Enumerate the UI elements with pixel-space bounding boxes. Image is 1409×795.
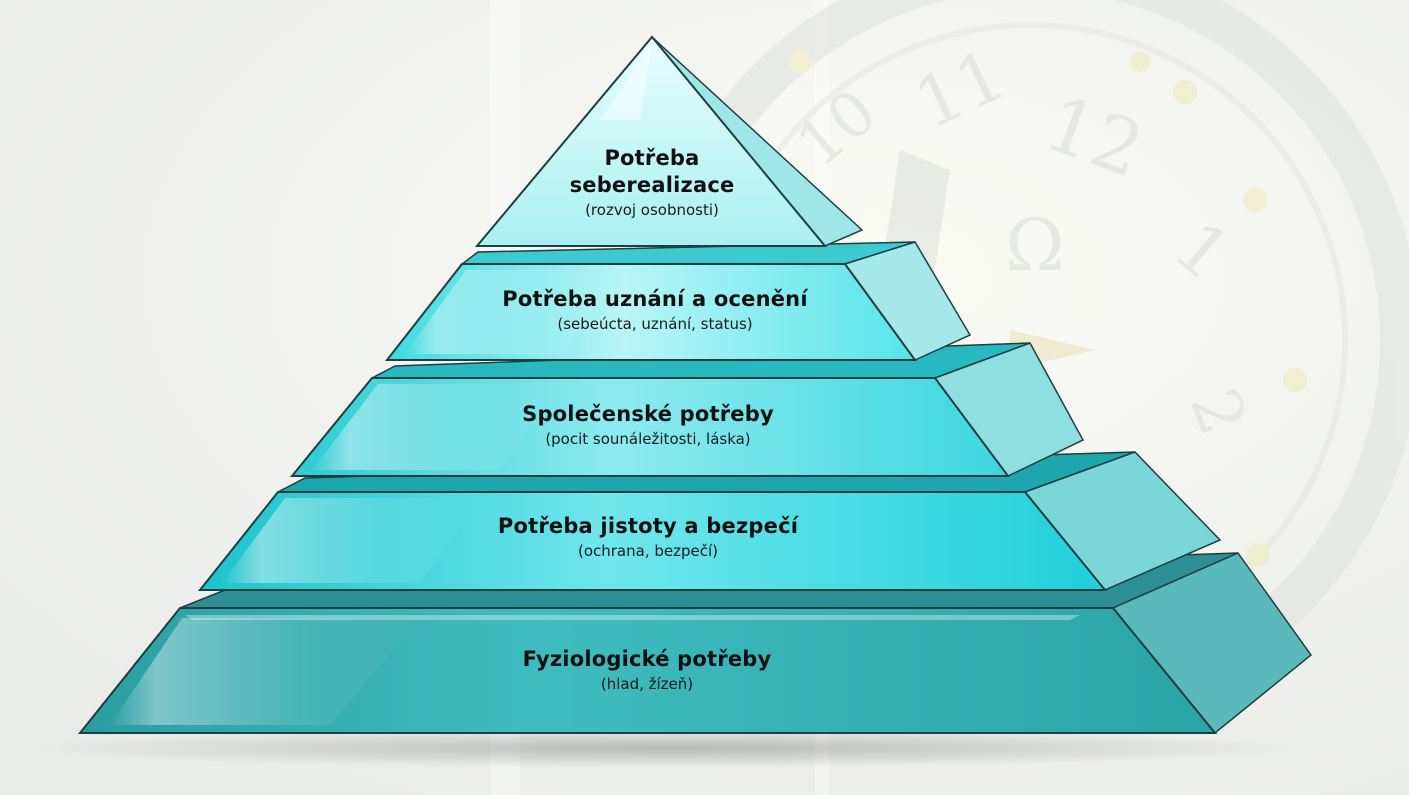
pyramid-level-base: [77, 552, 1313, 735]
level-shine: [312, 384, 560, 470]
svg-text:Ω: Ω: [1005, 203, 1065, 287]
level-front-face: [474, 35, 828, 247]
level-shine: [222, 498, 480, 583]
level-shine: [405, 270, 620, 354]
pyramid-level-2: [384, 241, 972, 361]
level-shine: [600, 44, 652, 120]
pyramid-shadow: [30, 728, 1310, 768]
level-shine: [110, 618, 420, 725]
pyramid-level-top: [474, 35, 864, 247]
